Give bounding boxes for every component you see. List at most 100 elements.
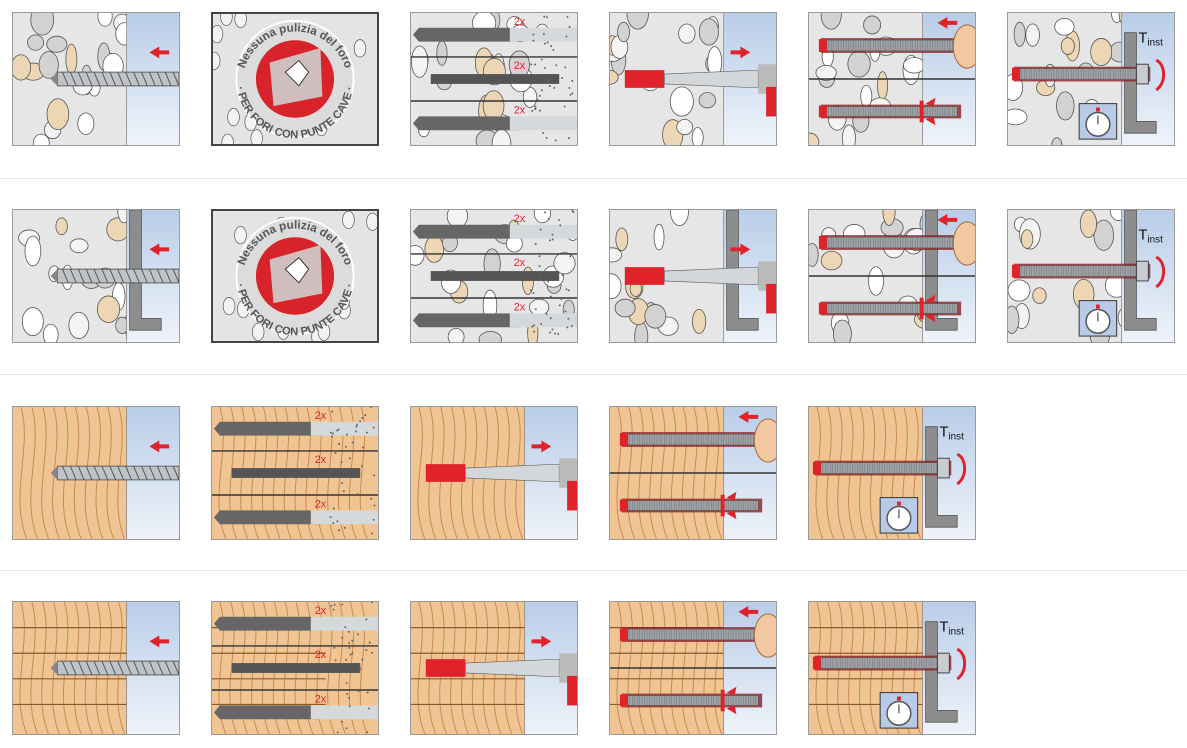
dust — [365, 649, 368, 652]
pebble — [676, 118, 694, 136]
arrow-right-icon — [531, 440, 552, 453]
pebble — [1060, 37, 1075, 55]
dust — [333, 646, 336, 649]
dust — [330, 435, 333, 438]
row-divider — [0, 570, 1187, 571]
rod-tip — [818, 236, 827, 249]
drill-illustration — [13, 13, 179, 145]
dust — [366, 691, 369, 694]
dust — [355, 423, 358, 426]
threaded-rod — [826, 303, 958, 314]
pebble — [1013, 21, 1026, 47]
pebble — [691, 127, 704, 145]
dust — [538, 276, 541, 279]
drill-tip — [50, 661, 58, 675]
pebble — [1008, 108, 1028, 126]
torque-symbol: T — [1138, 228, 1147, 244]
dispenser — [766, 86, 776, 117]
dust — [346, 692, 349, 695]
pebble — [27, 34, 45, 51]
dust — [361, 416, 364, 419]
dust — [547, 280, 550, 283]
dust — [337, 529, 340, 532]
wood-grain — [359, 602, 368, 734]
dust — [534, 63, 537, 66]
rod-tip — [812, 656, 821, 670]
dust — [538, 265, 541, 268]
installation-row-1: Nessuna pulizia del foro· PER FORI CON P… — [12, 12, 1182, 146]
step-torque: Tinst — [1007, 209, 1175, 343]
torque-subscript: inst — [1147, 235, 1163, 246]
rotation-arrow-icon — [1155, 58, 1166, 92]
pebble — [1032, 287, 1047, 304]
dust — [534, 243, 537, 246]
excess-mortar — [919, 100, 924, 123]
pebble — [860, 84, 873, 108]
wood-grain — [703, 602, 712, 734]
dust — [336, 689, 339, 692]
wood-grain — [692, 407, 701, 539]
step-torque: Tinst — [808, 601, 976, 735]
rotation-arrow-icon — [956, 647, 967, 681]
arrow-right-icon — [730, 46, 751, 59]
pebble — [213, 25, 224, 44]
pebble — [220, 14, 233, 26]
arrow-right-icon — [730, 243, 751, 256]
pebble — [1051, 137, 1063, 145]
mortar-fill — [624, 267, 665, 285]
torque-illustration: Tinst — [1008, 210, 1174, 342]
hand — [952, 221, 975, 266]
pebble — [610, 247, 623, 263]
threaded-rod — [826, 236, 968, 249]
step-torque: Tinst — [1007, 12, 1175, 146]
arrow-right-icon — [531, 635, 552, 648]
arrow-left-icon — [738, 410, 759, 423]
step-inject — [609, 209, 777, 343]
wood-grain — [660, 602, 668, 734]
arrow-in-icon — [925, 97, 936, 126]
pebble — [366, 212, 377, 231]
dust — [345, 658, 348, 661]
dust — [549, 317, 552, 320]
rod-tip — [1011, 264, 1020, 278]
pebble — [903, 57, 926, 74]
dust — [334, 451, 337, 454]
dust — [345, 433, 348, 436]
dust — [561, 76, 564, 79]
dust — [543, 15, 546, 18]
pebble — [1008, 279, 1031, 302]
threaded-rod — [627, 500, 759, 511]
excess-mortar — [919, 297, 924, 320]
pebble — [68, 311, 90, 339]
torque-symbol: T — [939, 620, 948, 636]
dust — [555, 64, 558, 67]
brush — [430, 271, 560, 281]
pebble — [820, 13, 842, 30]
dust — [532, 39, 535, 42]
repeat-count: 2x — [514, 16, 526, 28]
dust — [558, 304, 561, 307]
pebble — [32, 133, 50, 145]
wood-grain — [660, 407, 668, 539]
step-badge: Nessuna pulizia del foro· PER FORI CON P… — [211, 209, 379, 343]
dust — [553, 86, 556, 89]
drill-tip — [50, 72, 58, 86]
pebble — [97, 13, 113, 27]
pebble — [678, 23, 696, 44]
pebble — [30, 13, 55, 36]
dust — [564, 66, 567, 69]
blow-pump-nozzle — [412, 116, 520, 131]
pebble — [411, 45, 429, 78]
dust — [543, 42, 546, 45]
pebble — [841, 124, 856, 145]
rod-tip — [1011, 67, 1020, 81]
dust — [550, 45, 553, 48]
pebble — [436, 40, 448, 66]
dust — [349, 653, 352, 656]
pebble — [832, 319, 852, 342]
pebble — [21, 307, 44, 336]
dust — [542, 131, 545, 134]
wood-grain — [638, 407, 647, 539]
torque-subscript: inst — [1147, 38, 1163, 49]
